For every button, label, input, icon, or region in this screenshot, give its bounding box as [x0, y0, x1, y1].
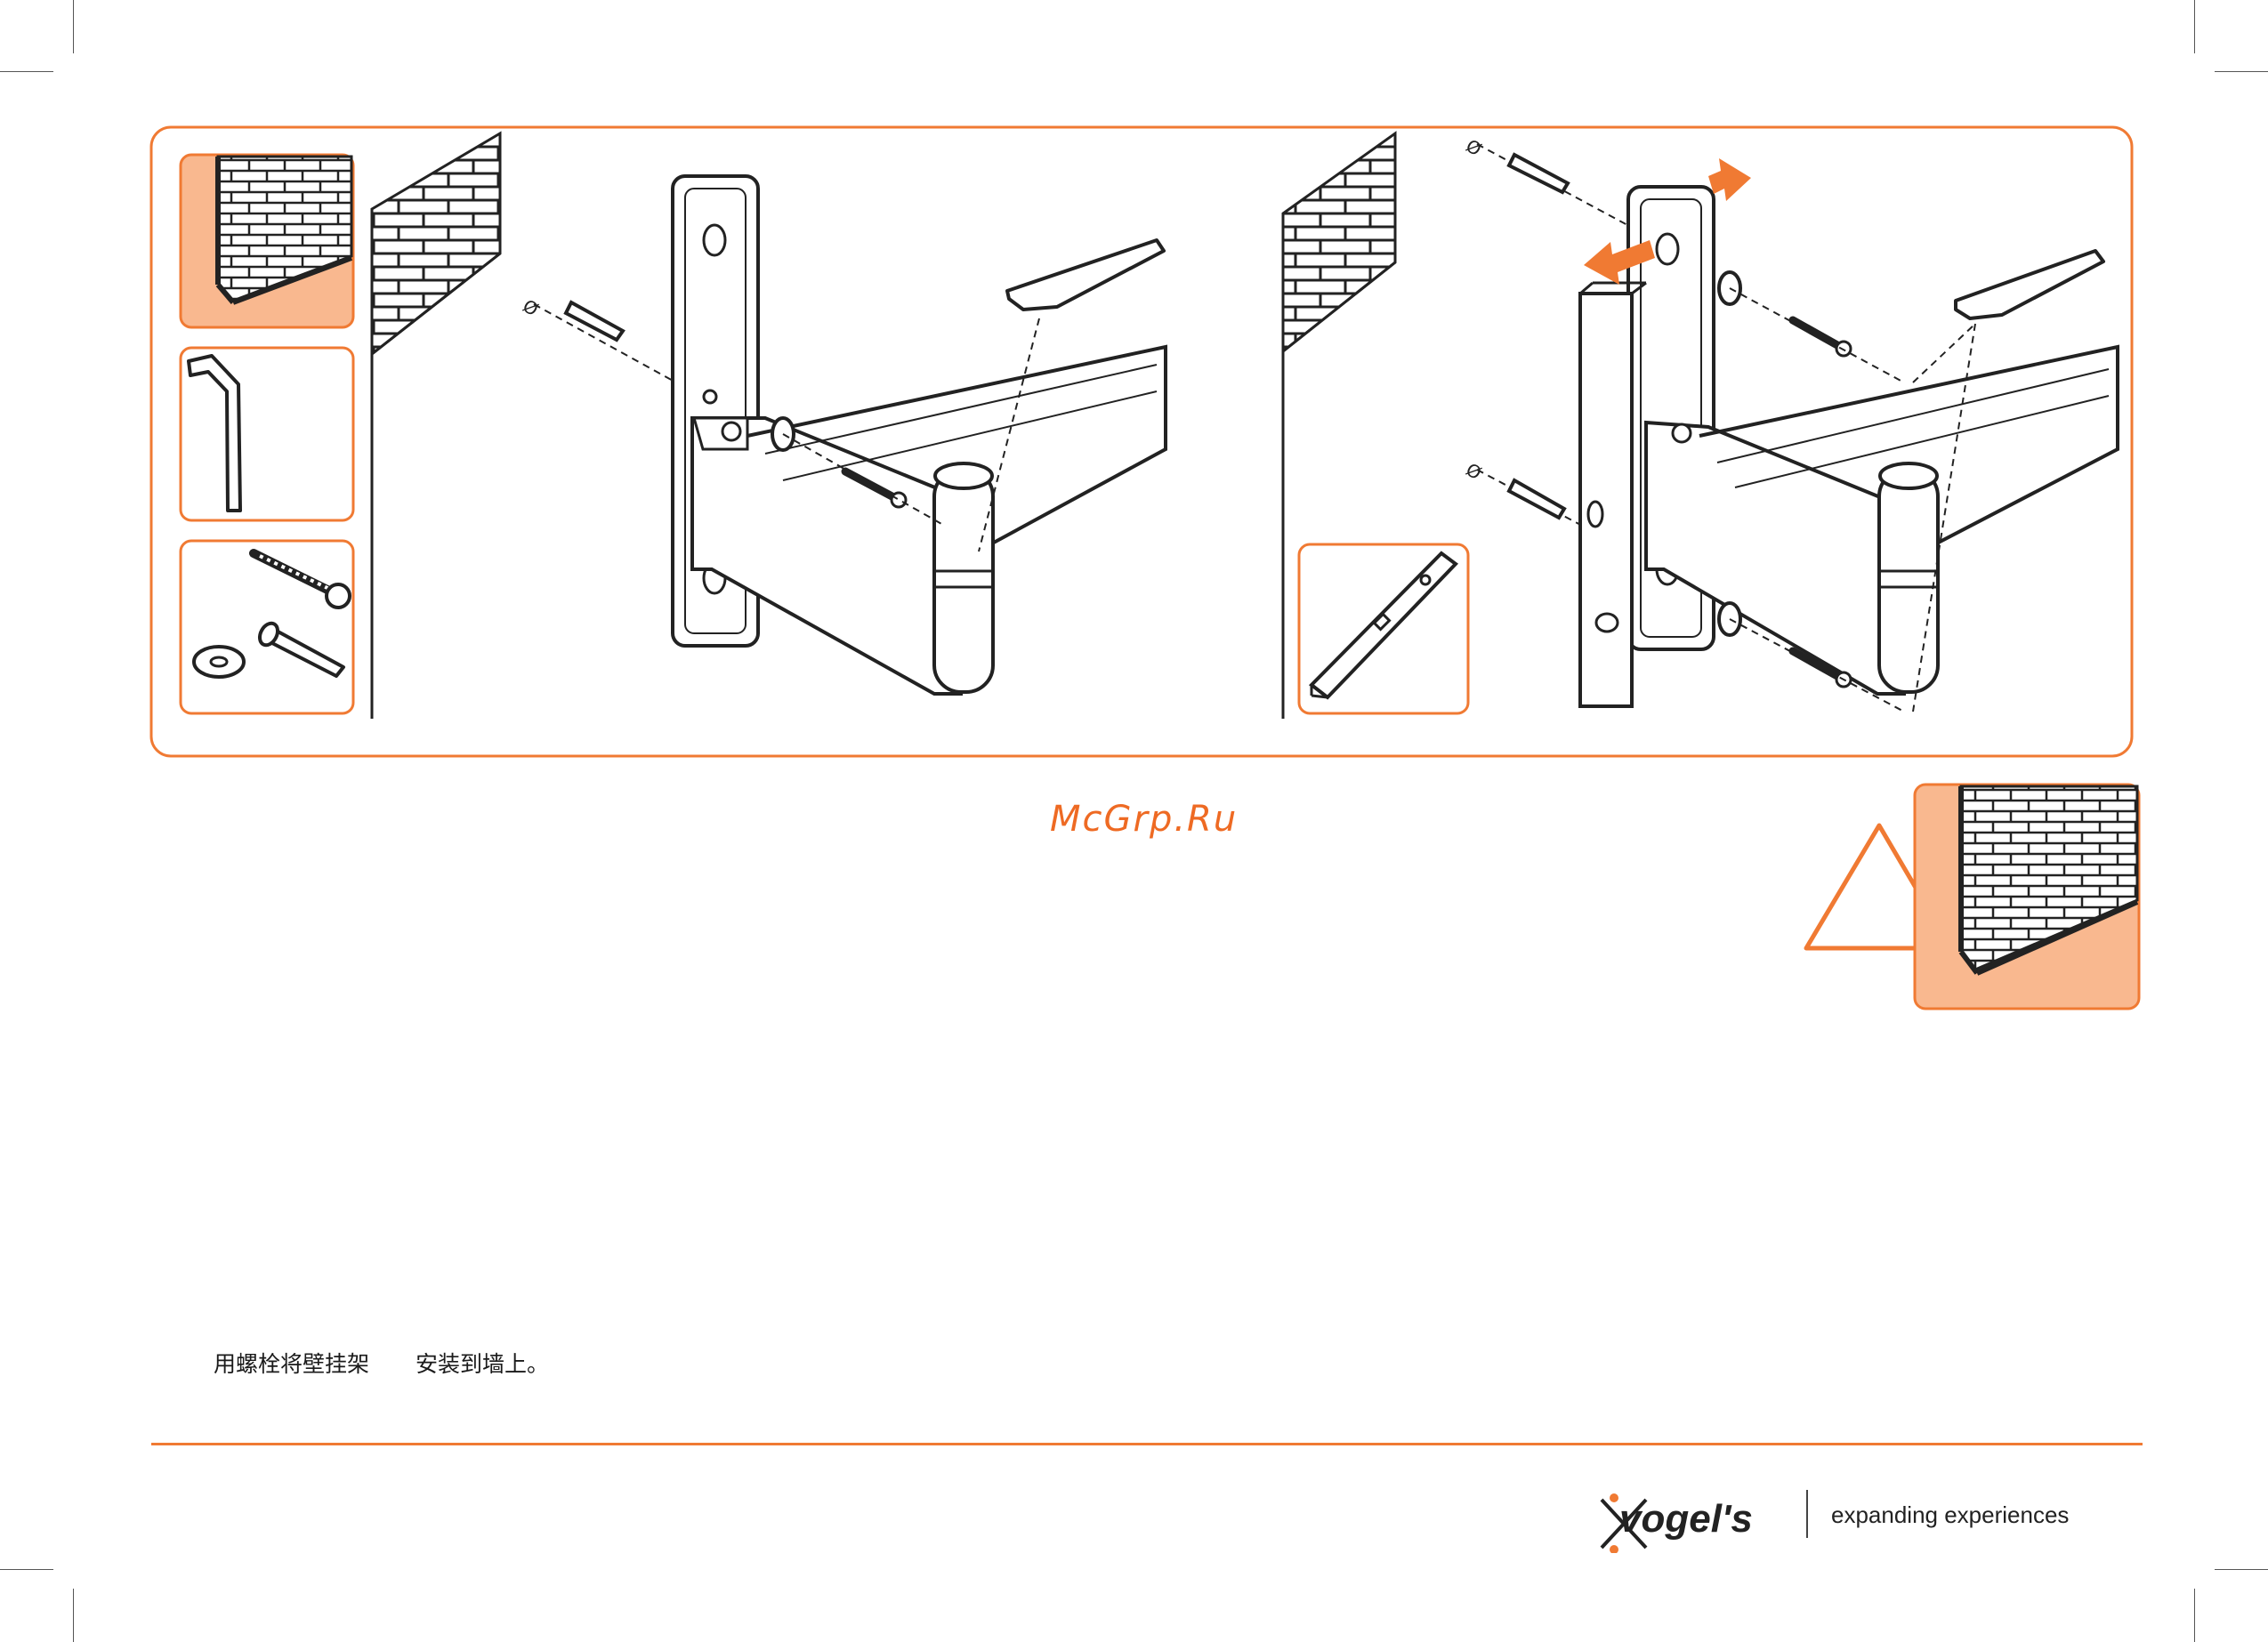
washer-icon	[194, 647, 244, 677]
adjust-arrow-right	[1708, 158, 1751, 201]
instruction-text: 用螺栓将壁挂架 安装到墙上。	[214, 1347, 549, 1379]
vogels-logo: vogel's	[1593, 1473, 1797, 1553]
brand-name: vogel's	[1619, 1497, 1753, 1541]
wall-type-box	[1915, 785, 2139, 1009]
instruction-part-1: 用螺栓将壁挂架	[214, 1347, 369, 1379]
tool-box-hex-key	[181, 348, 353, 520]
left-illustration: Ø	[372, 133, 1166, 719]
tool-box-wall	[181, 155, 353, 327]
watermark: McGrp.Ru	[1050, 799, 1238, 840]
tool-box-hardware	[181, 541, 353, 713]
instruction-part-2: 安装到墙上。	[416, 1347, 549, 1379]
footer-rule	[151, 1443, 2143, 1445]
brand-separator	[1806, 1490, 1808, 1538]
right-illustration: Ø Ø	[1283, 133, 2118, 719]
brand-tagline: expanding experiences	[1831, 1501, 2069, 1529]
